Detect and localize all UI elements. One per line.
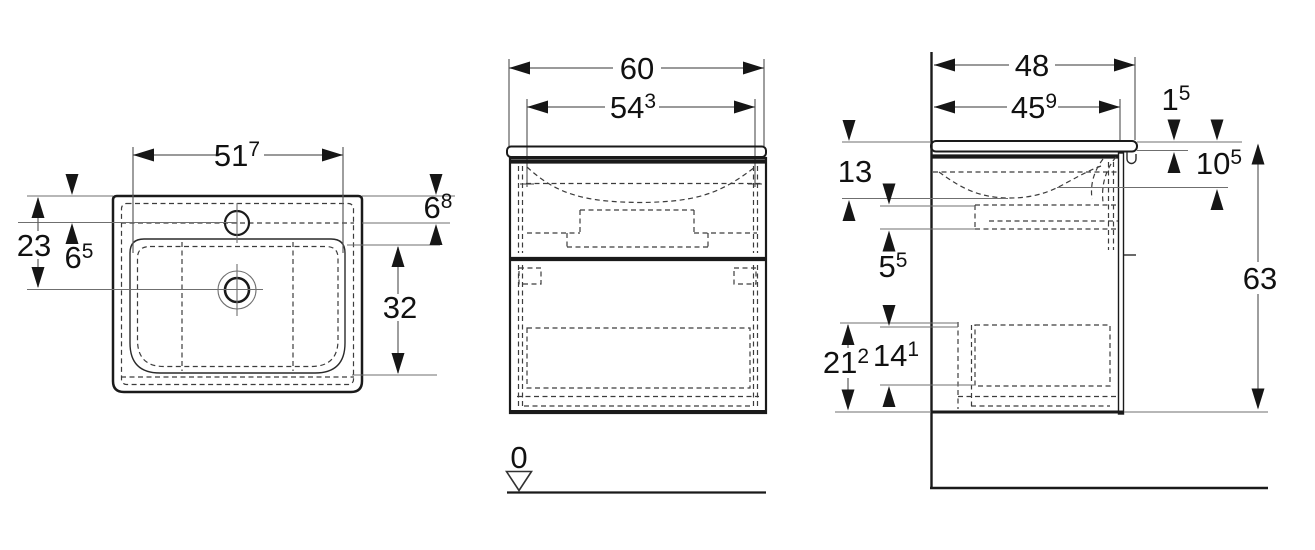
runner-block xyxy=(733,267,757,285)
dim-arrow xyxy=(322,148,343,162)
lower-drawer-hidden-side xyxy=(957,322,1116,409)
dim-label-63: 63 xyxy=(1243,261,1277,296)
dim-arrow xyxy=(841,389,855,411)
overflow-curve xyxy=(1101,156,1117,203)
dim-label-60: 60 xyxy=(620,51,654,86)
dim-arrow xyxy=(934,58,955,72)
dim-arrow xyxy=(882,305,896,326)
dim-arrow xyxy=(133,148,154,162)
overflow-curve xyxy=(1090,158,1104,200)
dim-front-depth: 23 xyxy=(17,197,51,288)
dim-label-32: 32 xyxy=(383,290,417,325)
dim-worktop-edge: 15 xyxy=(1162,82,1191,173)
dim-overall-height: 63 xyxy=(1243,143,1277,410)
dim-basin-depth: 32 xyxy=(383,246,417,374)
dim-arrow xyxy=(527,100,548,114)
dim-arrow xyxy=(743,61,764,75)
dim-label-51-7: 517 xyxy=(214,138,260,173)
dim-arrow xyxy=(1251,388,1265,410)
dim-label-45-9: 459 xyxy=(1011,90,1057,125)
dim-arrow xyxy=(1251,143,1265,165)
datum-label-0: 0 xyxy=(510,440,527,475)
bowl-profile xyxy=(938,165,1102,199)
dim-basin-width: 517 xyxy=(132,138,344,253)
dim-lower-drawer: 212 xyxy=(823,324,869,411)
cabinet-front-panel xyxy=(1117,152,1125,415)
dim-rear-ledge: 68 xyxy=(424,174,453,245)
dim-basin-underside: 13 xyxy=(838,120,872,221)
dim-label-10-5: 105 xyxy=(1196,146,1242,181)
dim-arrow xyxy=(842,120,856,141)
dim-arrow xyxy=(1210,119,1224,141)
dim-siphon-clearance: 55 xyxy=(879,183,908,284)
dim-label-14-1: 141 xyxy=(873,338,919,373)
dim-arrow xyxy=(734,100,755,114)
dim-label-6-8: 68 xyxy=(424,190,453,225)
datum-triangle-icon xyxy=(505,470,533,492)
dim-lower-drawer-inner: 141 xyxy=(873,305,919,407)
dim-label-54-3: 543 xyxy=(610,90,656,125)
dim-label-13: 13 xyxy=(838,154,872,189)
top-view: 517 23 65 68 32 xyxy=(17,138,455,394)
lower-drawer-hidden-detail xyxy=(517,265,759,407)
dim-arrow xyxy=(65,223,79,244)
washbasin-slab-side xyxy=(930,140,1138,153)
dim-arrow xyxy=(31,267,45,288)
dim-apron-height: 105 xyxy=(1196,119,1242,210)
dim-tap-offset: 65 xyxy=(65,174,94,275)
dim-arrow xyxy=(1167,119,1181,141)
washbasin-slab xyxy=(506,145,767,158)
dim-arrow xyxy=(391,246,405,267)
dim-arrow xyxy=(882,183,896,205)
upper-drawer-hidden-detail xyxy=(517,166,762,253)
basin-profile-hidden xyxy=(933,156,1118,250)
dim-label-23: 23 xyxy=(17,228,51,263)
dim-arrow xyxy=(1167,152,1181,173)
dim-arrow xyxy=(391,353,405,374)
dim-label-48: 48 xyxy=(1015,48,1049,83)
dim-arrow xyxy=(509,61,530,75)
fixing-clip xyxy=(1126,152,1137,165)
dim-arrow xyxy=(1210,189,1224,210)
drawer-box-side xyxy=(974,324,1111,387)
dim-arrow xyxy=(882,386,896,407)
dim-label-5-5: 55 xyxy=(879,249,908,284)
dim-overall-depth: 48 xyxy=(934,48,1136,140)
drawer-box xyxy=(526,327,751,389)
dim-carcass-depth: 459 xyxy=(934,90,1121,140)
front-view: 60 543 xyxy=(505,51,768,494)
dim-arrow xyxy=(31,197,45,218)
dim-label-1-5: 15 xyxy=(1162,82,1191,117)
dim-arrow xyxy=(429,174,443,195)
cabinet-body xyxy=(508,156,768,415)
dim-arrow xyxy=(1099,100,1120,114)
runner-block xyxy=(518,267,542,285)
dim-arrow xyxy=(842,200,856,221)
basin-inner-edge xyxy=(136,245,339,368)
dim-arrow xyxy=(882,230,896,252)
dim-overall-width: 60 xyxy=(508,51,765,146)
dim-carcass-width: 543 xyxy=(520,90,762,187)
dim-arrow xyxy=(429,224,443,245)
washbasin-outline xyxy=(111,194,364,394)
basin-underside-curve xyxy=(526,166,756,204)
dim-arrow xyxy=(1114,58,1135,72)
dim-arrow xyxy=(934,100,955,114)
dim-arrow xyxy=(841,324,855,345)
floor-datum: 0 xyxy=(505,440,766,494)
side-view: 48 459 xyxy=(823,48,1277,490)
dim-label-6-5: 65 xyxy=(65,240,94,275)
dim-arrow xyxy=(65,174,79,195)
dim-label-21-2: 212 xyxy=(823,345,869,380)
